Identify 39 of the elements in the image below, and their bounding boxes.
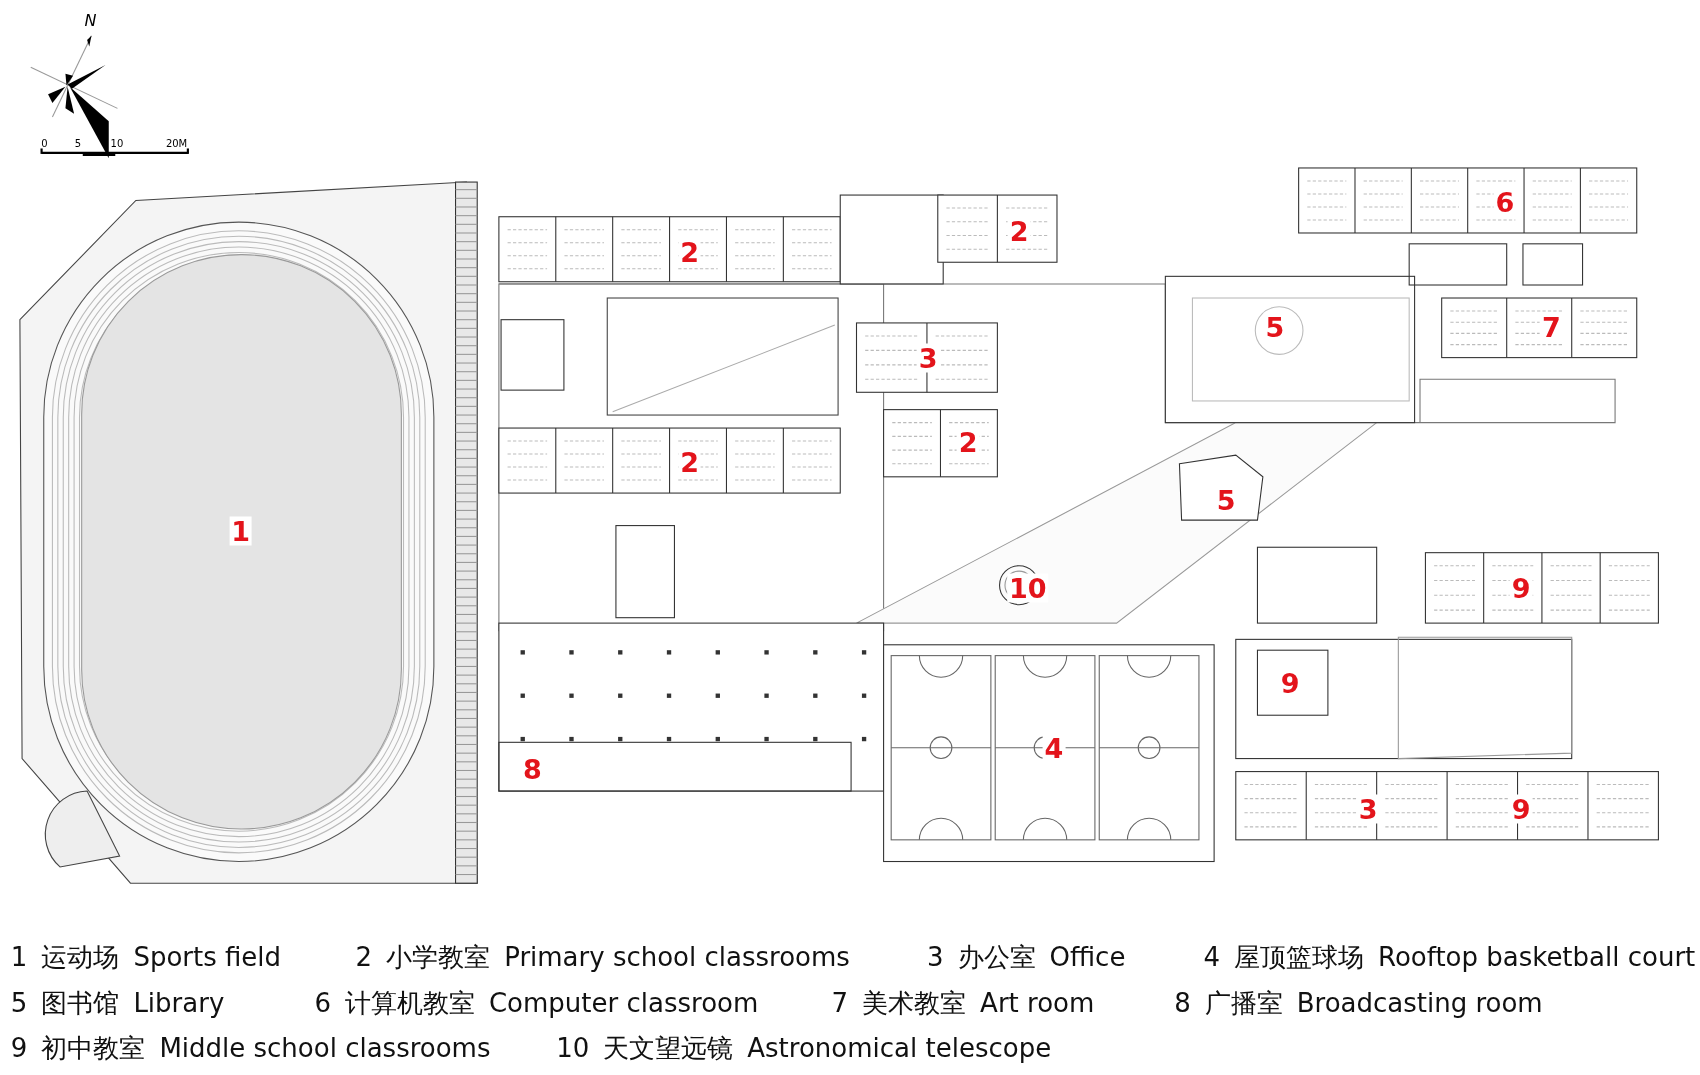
room-number: 1 [229,516,253,546]
key-label-english: Art room [980,989,1095,1016]
key-label-chinese: 初中教室 [41,1035,146,1062]
key-number: 6 [314,989,331,1016]
key-number: 4 [1203,944,1220,971]
key-number: 1 [10,944,28,971]
scale-label: 20M [165,138,188,149]
key-label-english: Sports field [133,944,282,971]
key-number: 10 [556,1035,590,1062]
scale-label: 10 [110,138,124,149]
key-label-chinese: 美术教室 [862,989,967,1016]
key-label-chinese: 天文望远镜 [603,1035,734,1062]
key-number: 7 [831,989,849,1016]
room-number: 10 [1007,573,1049,603]
key-number: 8 [1174,989,1191,1016]
key-number: 2 [355,944,373,971]
key-number: 3 [926,944,944,971]
key-label-chinese: 屋顶篮球场 [1234,944,1364,971]
key-label-english: Rooftop basketball court [1378,944,1696,971]
key-number: 9 [10,1035,28,1062]
key-label-english: Primary school classrooms [504,944,850,971]
key-label-chinese: 计算机教室 [344,989,475,1016]
key-label-english: Broadcasting room [1296,989,1543,1016]
key-label-english: Office [1049,944,1126,971]
key-label-english: Middle school classrooms [159,1035,491,1062]
room-number: 3 [916,343,940,373]
key-label-english: Computer classroom [488,989,759,1016]
north-label: N [84,13,97,29]
key-label-chinese: 运动场 [41,944,120,971]
key-label-chinese: 小学教室 [386,944,491,971]
scale-label: 0 [41,138,48,149]
key-number: 5 [10,989,28,1016]
key-label-chinese: 广播室 [1204,989,1283,1016]
room-number: 3 [1356,794,1380,824]
key-label-chinese: 图书馆 [41,989,120,1016]
key-label-english: Library [133,989,225,1016]
key-label-chinese: 办公室 [957,944,1036,971]
key-label-english: Astronomical telescope [747,1035,1052,1062]
scale-label: 5 [74,138,82,149]
